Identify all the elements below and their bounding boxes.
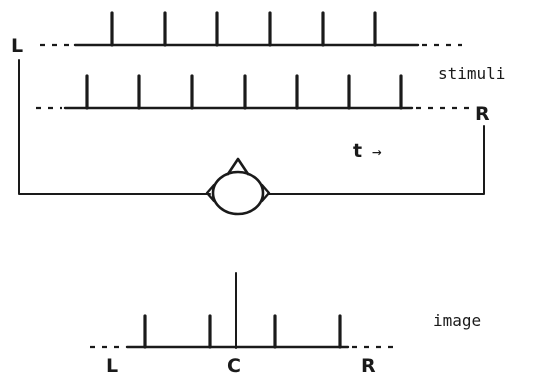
left-stimulus-train [40, 11, 462, 47]
right-ear-label: R [475, 103, 490, 125]
left-ear-wire [18, 59, 211, 195]
right-ear-wire [267, 125, 485, 195]
image-train [90, 272, 394, 349]
time-label: t [353, 140, 362, 162]
image-right-label: R [361, 355, 376, 377]
left-ear-label: L [11, 35, 23, 57]
time-arrow-icon: → [372, 142, 382, 161]
stimuli-label: stimuli [438, 64, 505, 83]
left-ear-icon [205, 183, 216, 203]
image-left-label: L [106, 355, 118, 377]
head-top-view-icon [205, 157, 271, 216]
right-stimulus-train [36, 74, 472, 110]
right-ear-icon [260, 183, 271, 203]
nose-icon [226, 157, 250, 176]
image-center-label: C [227, 355, 241, 377]
head-outline [211, 170, 265, 216]
image-label: image [433, 311, 481, 330]
headphone-wiring [18, 59, 485, 195]
